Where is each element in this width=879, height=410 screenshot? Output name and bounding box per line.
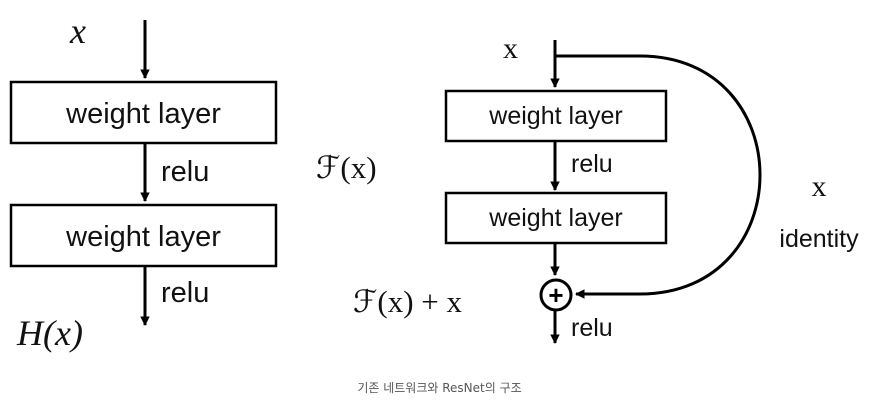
plain-weight-layer-2 (9, 203, 278, 268)
plain-relu-2-label: relu (161, 277, 209, 309)
plain-input-label: x (69, 11, 86, 51)
plain-relu-1-label: relu (161, 156, 209, 188)
residual-weight-layer-1-label: weight layer (488, 102, 622, 130)
plus-icon: + (548, 280, 563, 310)
residual-function-label: ℱ(x) (316, 150, 377, 185)
plain-weight-layer-2-label: weight layer (65, 221, 221, 253)
identity-x-label: x (812, 170, 827, 203)
identity-label: identity (779, 225, 859, 253)
residual-input-label: x (503, 32, 518, 65)
identity-shortcut-arrow (555, 54, 762, 299)
figure-caption: 기존 네트워크와 ResNet의 구조 (357, 381, 522, 395)
residual-weight-layer-2-label: weight layer (488, 204, 622, 232)
plain-network: x weight layer relu weight layer relu H(… (9, 11, 278, 353)
residual-sum-label: ℱ(x) + x (353, 284, 462, 319)
residual-relu-1-label: relu (571, 150, 613, 178)
plain-weight-layer-1-label: weight layer (65, 98, 221, 130)
sum-node: + (539, 278, 573, 312)
residual-network: x weight layer relu ℱ(x) weight layer + … (316, 32, 859, 344)
residual-weight-layer-1 (444, 89, 668, 143)
residual-relu-out-label: relu (571, 314, 613, 342)
plain-output-label: H(x) (16, 313, 83, 353)
